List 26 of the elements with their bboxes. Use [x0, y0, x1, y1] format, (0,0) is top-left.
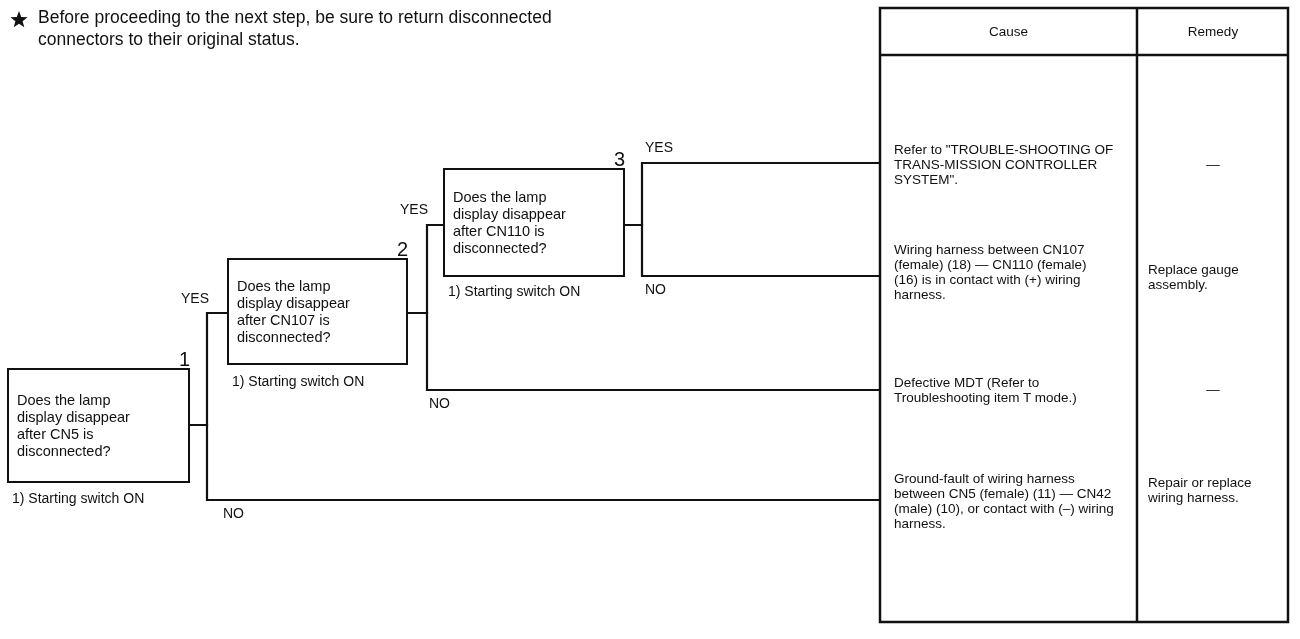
remedy-text: Replace gauge assembly. [1148, 262, 1240, 292]
edge-label: YES [399, 202, 429, 217]
edge-label: YES [644, 140, 674, 155]
edge-label: YES [180, 291, 210, 306]
cause-text: Refer to "TROUBLE-SHOOTING OF TRANS-MISSION CONTROLLER SYSTEM". [881, 130, 1136, 198]
remedy-text: Repair or replace wiring harness. [1148, 475, 1253, 505]
step-number: 3 [613, 150, 625, 168]
note-text: Before proceeding to the next step, be sure to return disconnected connectors to their original status. [38, 6, 553, 50]
remedy-text: — [1205, 382, 1221, 397]
edge-label: NO [222, 506, 245, 521]
question-box: Does the lamp display disappear after CN110 is disconnected? [443, 168, 625, 277]
connector-line [625, 223, 881, 278]
remedy-text: — [1205, 157, 1221, 172]
cause-text: Defective MDT (Refer to Troubleshooting item T mode.) [881, 362, 1136, 418]
cause-text: Ground-fault of wiring harness between CN5 (female) (11) — CN42 (male) (10), or contact with (–) wiring harness. [881, 456, 1136, 546]
edge-label: NO [644, 282, 667, 297]
step-number: 1 [178, 350, 190, 368]
step-number: 2 [396, 240, 408, 258]
cause-text: Wiring harness between CN107 (female) (18) — CN110 (female) (16) is in contact with (+) wiring harness. [881, 232, 1136, 312]
condition-note: 1) Starting switch ON [12, 491, 146, 506]
condition-note: 1) Starting switch ON [232, 374, 366, 389]
column-header: Remedy [1186, 24, 1240, 39]
edge-label: NO [428, 396, 451, 411]
question-box: Does the lamp display disappear after CN107 is disconnected? [227, 258, 408, 365]
question-box: Does the lamp display disappear after CN5 is disconnected? [7, 368, 190, 483]
column-header: Cause [988, 24, 1029, 39]
